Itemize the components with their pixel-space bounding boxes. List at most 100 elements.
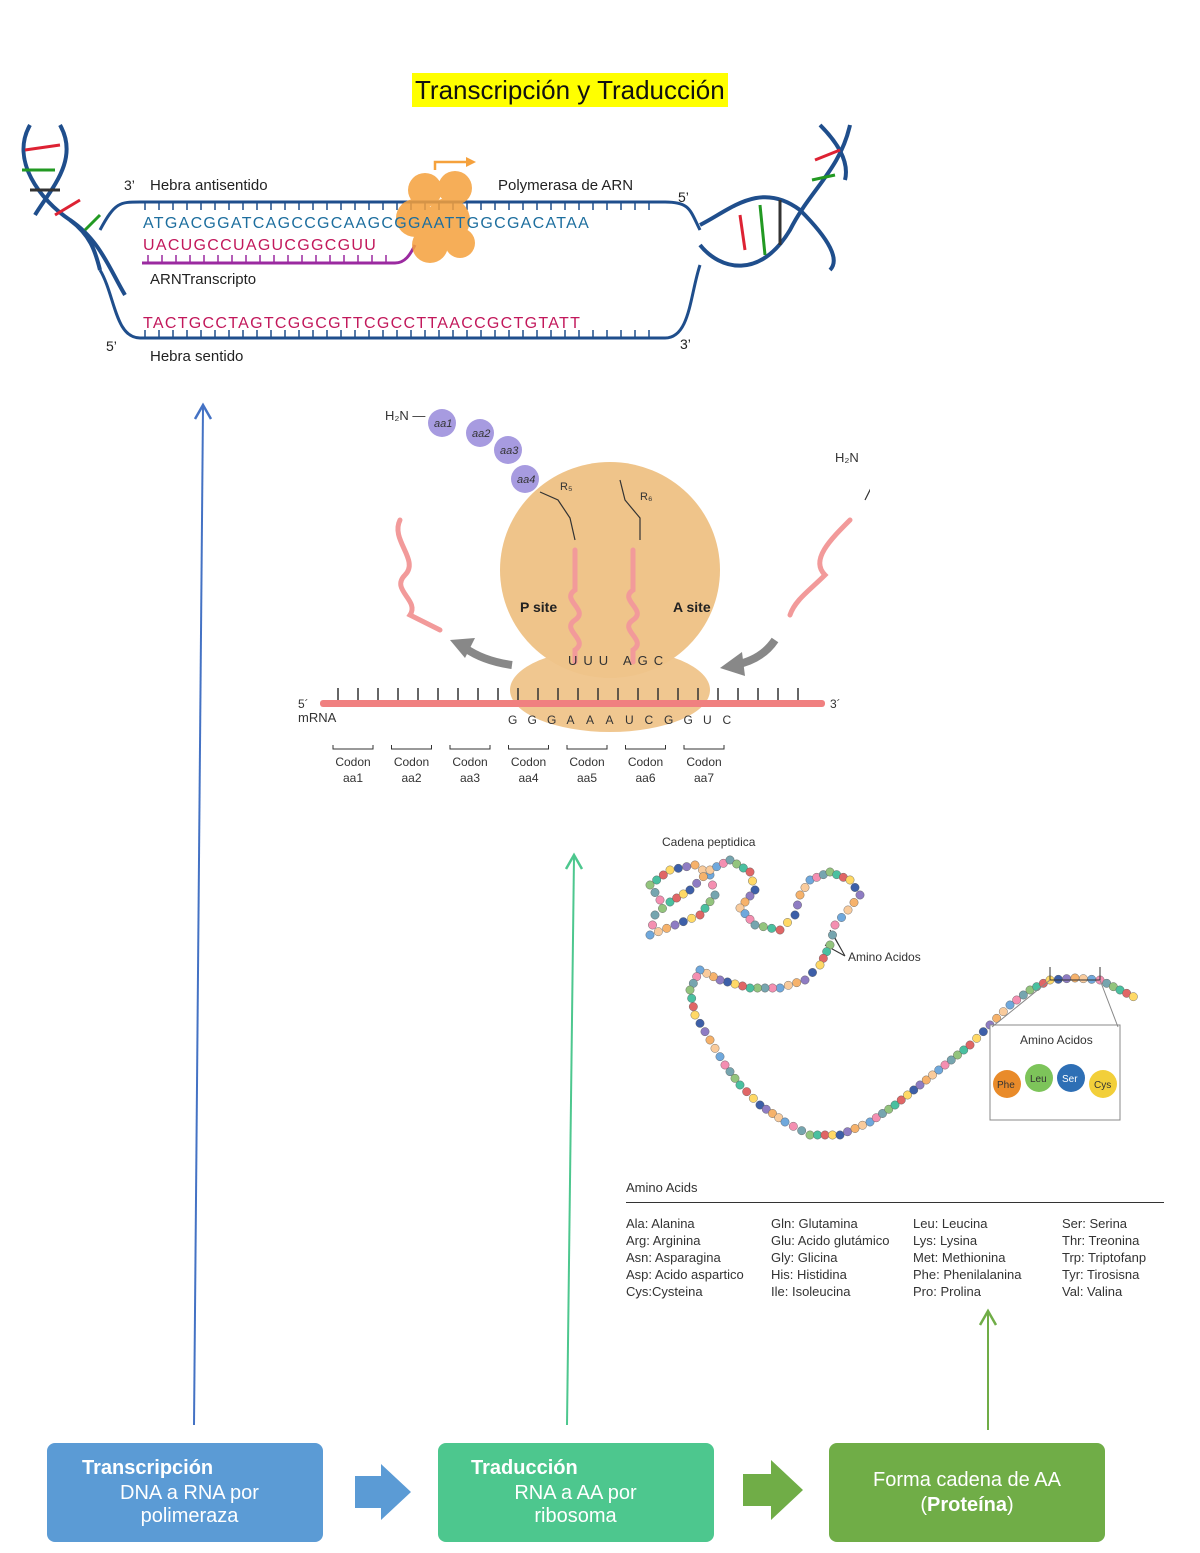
amino-acid-bead bbox=[795, 890, 805, 900]
mrna-base: G bbox=[684, 713, 693, 727]
flow-arrow-1-icon bbox=[355, 1464, 411, 1520]
amino-acid-bead bbox=[720, 1060, 730, 1070]
chemical-bonds bbox=[539, 479, 870, 541]
r-group-label: R₅ bbox=[560, 481, 572, 493]
amino-acid-bead bbox=[965, 1040, 975, 1050]
amino-acid-bead bbox=[687, 993, 697, 1003]
amino-acid-bead bbox=[788, 1121, 798, 1131]
a-site-label: A site bbox=[673, 599, 711, 615]
amino-acid-bead bbox=[645, 930, 655, 940]
amino-acid-bead bbox=[690, 1010, 700, 1020]
exit-arrowhead-icon bbox=[450, 638, 475, 658]
mrna-3-prime: 3´ bbox=[830, 697, 841, 711]
trna-p-site bbox=[568, 547, 582, 665]
amino-acid-bead bbox=[921, 1075, 931, 1085]
flow-connectors bbox=[193, 402, 998, 1430]
antisense-sequence: ATGACGGATCAGCCGCAAGCGGAATTGGCGACATAA bbox=[143, 215, 590, 232]
amino-acid-bead bbox=[650, 888, 660, 897]
amino-acid-bead bbox=[1005, 1000, 1015, 1010]
amino-acid-bead bbox=[758, 922, 768, 932]
arrow-to-ribosome-head-icon bbox=[564, 852, 584, 870]
step-transcription-text: DNA a RNA por polimeraza bbox=[120, 1482, 259, 1527]
left-dna-helix bbox=[21, 124, 127, 297]
trna-a-site bbox=[626, 547, 640, 665]
right-dna-helix bbox=[698, 123, 852, 272]
amino-acid-bead bbox=[890, 1100, 900, 1110]
amino-acid-bead bbox=[992, 1013, 1002, 1023]
inset-title: Amino Acidos bbox=[1020, 1033, 1093, 1047]
amino-acid-bead bbox=[715, 1052, 725, 1062]
rna-polymerase-icon bbox=[396, 171, 475, 263]
amino-acid-bead bbox=[896, 1095, 906, 1105]
amino-acid-bead bbox=[934, 1065, 944, 1075]
mrna-base: A bbox=[606, 713, 614, 727]
amino-acid-bead bbox=[645, 880, 655, 890]
arrow-to-ribosome bbox=[566, 856, 575, 1426]
transcript-label: ARNTranscripto bbox=[150, 271, 256, 288]
sense-sequence: TACTGCCTAGTCGGCGTTCGCCTTAACCGCTGTATT bbox=[143, 315, 581, 332]
amino-acid-bead bbox=[843, 905, 853, 915]
phe-label: Phe bbox=[997, 1080, 1015, 1091]
codon-aa-label: aa5 bbox=[577, 771, 597, 785]
amino-acid-bead bbox=[695, 1018, 705, 1028]
amino-acid-bead bbox=[672, 893, 682, 903]
mrna-base: A bbox=[567, 713, 575, 727]
sense-strand-label: Hebra sentido bbox=[150, 348, 243, 365]
amino-acid-bead bbox=[650, 910, 660, 920]
ser-bead bbox=[1057, 1064, 1085, 1092]
amino-acid-bead bbox=[909, 1085, 919, 1095]
codon-label: Codon bbox=[569, 755, 604, 769]
label-3-prime-top: 3’ bbox=[124, 177, 135, 193]
amino-acid-bead bbox=[946, 1055, 956, 1065]
amino-acid-bead bbox=[678, 889, 688, 899]
cys-label: Cys bbox=[1094, 1080, 1111, 1091]
amino-acid-bead bbox=[710, 1043, 720, 1053]
amino-col-2: Gln: Glutamina Glu: Acido glutámico Gly:… bbox=[771, 1216, 890, 1299]
amino-acid-bead bbox=[695, 910, 705, 920]
amino-acid-bead bbox=[740, 909, 750, 919]
amino-acid-bead bbox=[732, 859, 742, 869]
amino-acid-bead bbox=[755, 1100, 765, 1110]
amino-acid-bead bbox=[845, 875, 855, 885]
step-translation-title: Traducción bbox=[471, 1457, 578, 1479]
arrow-to-dna-head-icon bbox=[193, 402, 213, 420]
amino-acid-bead bbox=[972, 1033, 982, 1043]
amino-acid-bead bbox=[780, 1117, 790, 1127]
amino-acid-bead bbox=[940, 1060, 950, 1070]
amino-acid-bead bbox=[700, 1027, 710, 1037]
bead-label: aa1 bbox=[434, 418, 452, 430]
cys-bead bbox=[1089, 1070, 1117, 1098]
step-protein-bold: Proteína bbox=[926, 1494, 1008, 1516]
amino-acid-bead bbox=[742, 1087, 752, 1097]
codon-aa-label: aa4 bbox=[518, 771, 538, 785]
amino-col-1: Ala: Alanina Arg: Arginina Asn: Asparagi… bbox=[626, 1216, 744, 1299]
amino-acid-bead bbox=[1018, 990, 1028, 1000]
amino-acid-bead bbox=[790, 910, 800, 920]
amino-acid-bead bbox=[783, 918, 792, 927]
amino-acid-bead bbox=[768, 1109, 777, 1118]
amino-acid-bead bbox=[843, 1127, 852, 1137]
step-protein-box: Forma cadena de AA (Proteína) bbox=[829, 1443, 1105, 1542]
bead-label: aa3 bbox=[500, 445, 519, 457]
codon-bracket bbox=[508, 745, 549, 750]
amino-acid-bead bbox=[792, 978, 802, 988]
ribosome-translation-diagram: aa1 aa2 aa3 aa4 H₂N — H₂N R₅ R₆ P site A… bbox=[298, 408, 870, 785]
phe-bead bbox=[993, 1070, 1021, 1098]
codon-label: Codon bbox=[335, 755, 370, 769]
codon-aa-label: aa3 bbox=[460, 771, 480, 785]
amino-acid-bead bbox=[884, 1104, 894, 1114]
mrna-base: G bbox=[528, 713, 537, 727]
step-transcription-box: Transcripción DNA a RNA por polimeraza bbox=[47, 1443, 323, 1542]
amino-acid-bead bbox=[655, 895, 665, 905]
ribosome-large-subunit bbox=[500, 462, 720, 678]
amino-acid-bead bbox=[774, 1113, 784, 1123]
amino-acid-bead bbox=[738, 863, 748, 873]
amino-acid-bead bbox=[903, 1090, 912, 1100]
amino-acid-bead bbox=[653, 927, 663, 937]
codon-label: Codon bbox=[628, 755, 663, 769]
flow-arrow-2-icon bbox=[743, 1460, 803, 1520]
peptide-chain-label: Cadena peptidica bbox=[662, 835, 756, 849]
amino-acid-bead bbox=[761, 1104, 771, 1114]
amino-acid-bead bbox=[793, 900, 802, 910]
ser-label: Ser bbox=[1062, 1074, 1078, 1085]
